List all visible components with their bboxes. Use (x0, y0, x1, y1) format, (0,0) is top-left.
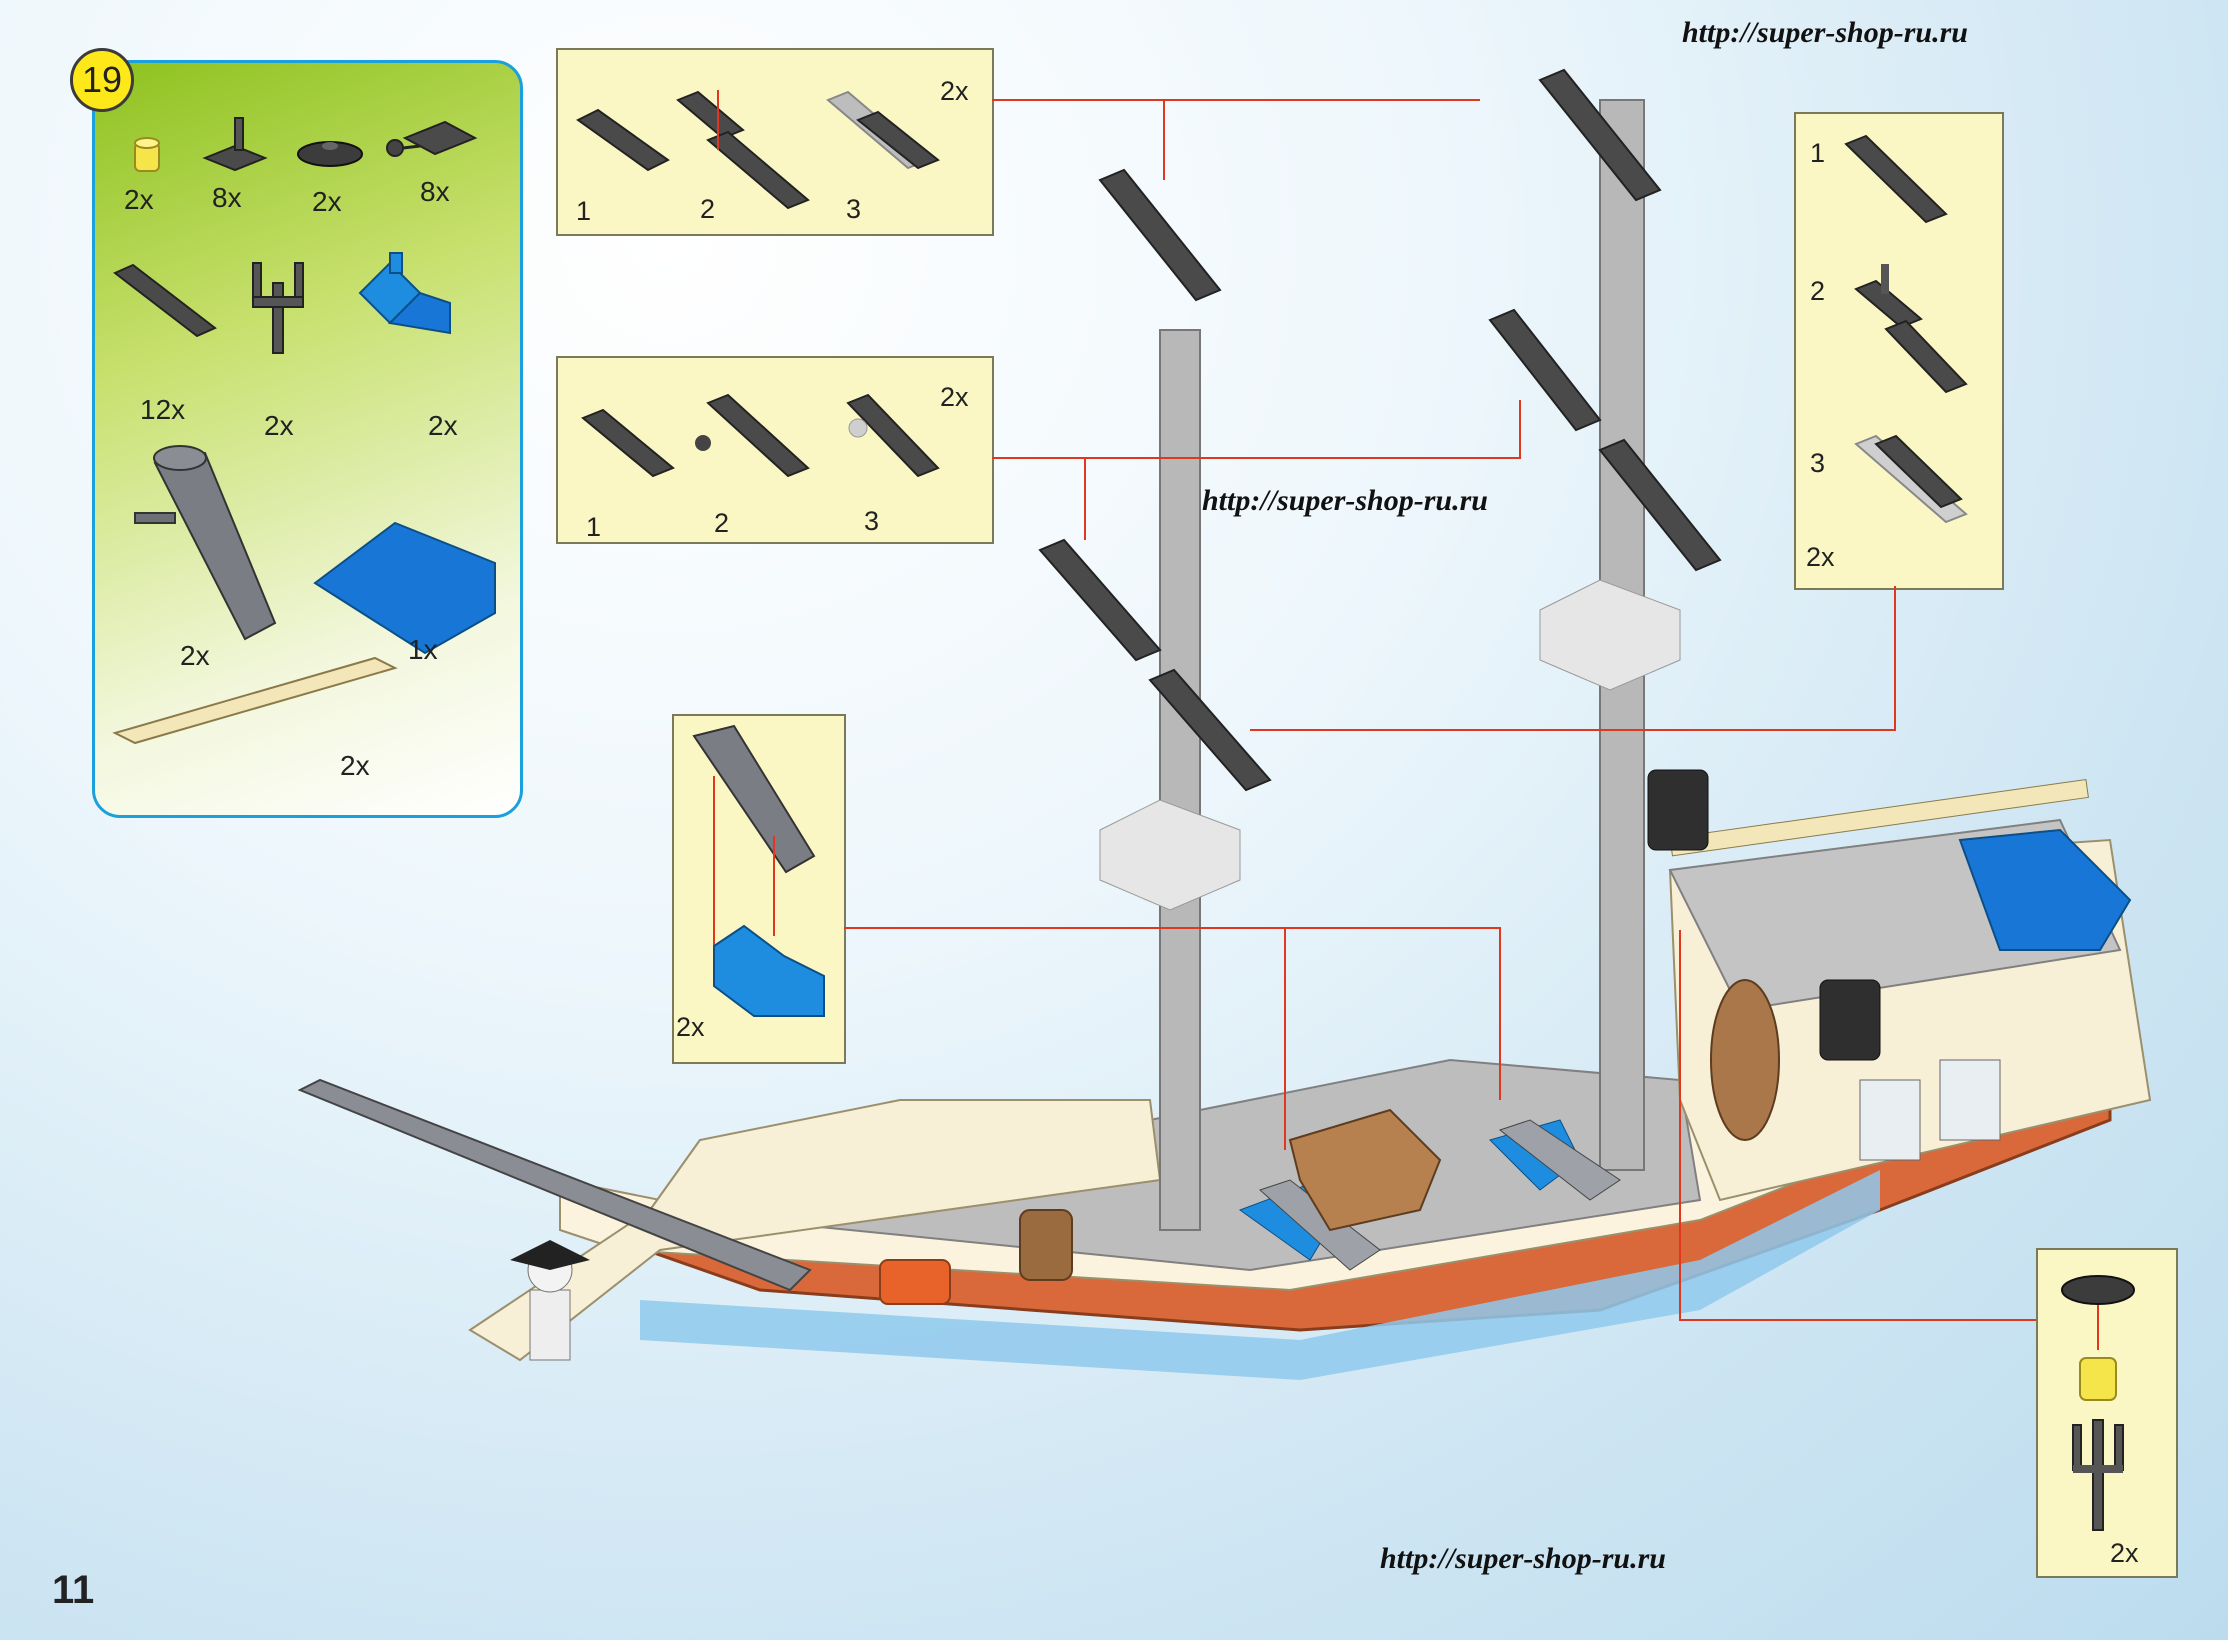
top-step-1: 1 (576, 196, 592, 226)
middle-qty: 2x (940, 382, 969, 412)
hull-lower (559, 1037, 2112, 1332)
main-crosstree-mid (1488, 308, 1602, 432)
qty-dark-plate: 12x (140, 394, 186, 425)
qty-cannon-carriage: 2x (428, 410, 458, 441)
qty-plate-handle: 8x (212, 182, 242, 213)
watermark-top: http://super-shop-ru.ru (1682, 16, 1968, 49)
subassembly-lantern-art (2061, 1275, 2135, 1531)
page-number: 11 (52, 1568, 95, 1612)
blue-wedge-plate-icon (313, 521, 496, 655)
main-mast (1599, 99, 1645, 1171)
cabin-window-2 (1939, 1059, 2001, 1141)
plate-with-ball-icon (386, 120, 478, 157)
main-crosstree-top (1538, 68, 1662, 202)
lantern-stern (1819, 979, 1881, 1061)
subassembly-cannon-art (692, 724, 825, 1017)
cannon-barrel-icon (134, 445, 277, 641)
step-number-badge: 19 (70, 48, 134, 112)
round-dish-icon (297, 141, 363, 167)
tan-plate-1x12-icon (112, 656, 398, 745)
subassembly-right-panel (1794, 112, 2004, 590)
plate-with-handle-icon (202, 117, 268, 172)
right-step-3: 3 (1810, 448, 1826, 478)
deck-cannon-1 (1238, 1179, 1381, 1271)
top-step-3: 3 (846, 194, 862, 224)
bow (468, 1099, 1162, 1362)
qty-wedge-plate: 1x (408, 634, 438, 665)
subassembly-middle-art (581, 393, 940, 478)
hull-blue-stripe (640, 1170, 1880, 1380)
subassembly-top-panel (556, 48, 994, 236)
fore-crosstree-top (1098, 168, 1222, 302)
main-deck (648, 1058, 1702, 1272)
fore-crosstree-low (1148, 668, 1272, 792)
fore-mast (1159, 329, 1201, 1231)
parts-illustrations (112, 117, 496, 745)
fore-crosstree-mid (1038, 538, 1162, 662)
subassembly-lantern-panel (2036, 1248, 2178, 1578)
watermark-bottom: http://super-shop-ru.ru (1380, 1542, 1666, 1575)
top-step-2: 2 (700, 194, 716, 224)
stern-tan-rail (1669, 778, 2089, 857)
lantern-mid (1647, 769, 1709, 851)
subassembly-top-art (576, 90, 940, 210)
qty-cannon-barrel: 2x (180, 640, 210, 671)
skeleton-minifig (510, 1240, 590, 1361)
subassembly-right-art (1844, 134, 1968, 524)
middle-step-2: 2 (714, 508, 730, 538)
cabin-door (1710, 979, 1780, 1141)
qty-candle-holder: 2x (264, 410, 294, 441)
middle-step-1: 1 (586, 512, 602, 542)
main-crosstree-low (1598, 438, 1722, 572)
qty-tan-plate: 2x (340, 750, 370, 781)
deck-winch (879, 1259, 951, 1305)
right-step-1: 1 (1810, 138, 1826, 168)
bowsprit (297, 1078, 812, 1292)
candle-holder-icon (252, 262, 304, 354)
main-top-platform (1539, 579, 1681, 691)
fore-top-platform (1099, 799, 1241, 911)
cabin-window-1 (1859, 1079, 1921, 1161)
qty-yellow-round: 2x (124, 184, 154, 215)
blue-cannon-carriage-icon (358, 252, 451, 335)
right-step-2: 2 (1810, 276, 1826, 306)
parts-list-panel (92, 60, 523, 818)
stern-blue-wedge (1958, 828, 2132, 951)
watermark-middle: http://super-shop-ru.ru (1202, 484, 1488, 517)
right-qty: 2x (1806, 542, 1835, 572)
dark-plate-1x6-icon (113, 263, 217, 338)
stern-deck (1668, 818, 2122, 1012)
qty-round-dish: 2x (312, 186, 342, 217)
deck-crate (1288, 1108, 1442, 1232)
middle-step-3: 3 (864, 506, 880, 536)
stern-cabin (1668, 838, 2152, 1202)
cannon-qty: 2x (676, 1012, 705, 1042)
deck-barrel (1019, 1209, 1073, 1281)
deck-cannon-2 (1489, 1119, 1621, 1201)
top-qty: 2x (940, 76, 969, 106)
qty-plate-ball: 8x (420, 176, 450, 207)
yellow-round-brick-icon (134, 137, 160, 172)
subassembly-middle-panel (556, 356, 994, 544)
lantern-qty: 2x (2110, 1538, 2139, 1568)
